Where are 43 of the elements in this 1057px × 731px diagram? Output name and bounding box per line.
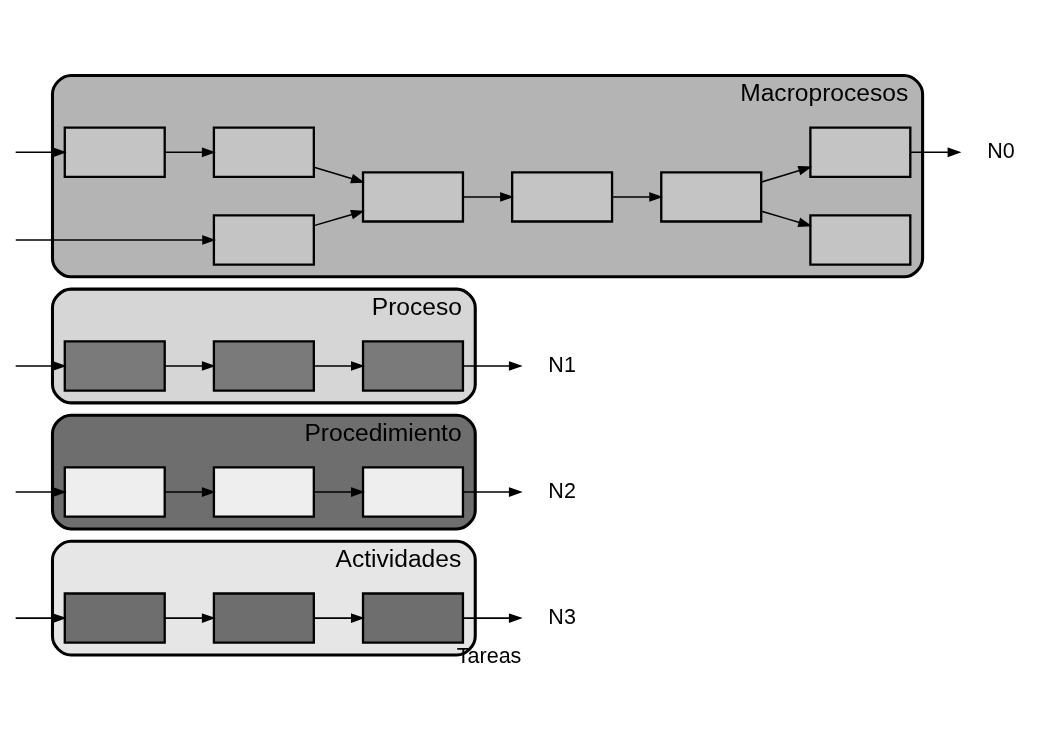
arrow xyxy=(462,486,523,497)
arrow xyxy=(15,234,217,245)
node-box xyxy=(212,339,315,392)
arrow xyxy=(14,486,67,497)
node-text: N1 xyxy=(548,352,576,377)
node-box xyxy=(809,213,912,266)
node-box xyxy=(63,339,166,392)
node-text: N3 xyxy=(548,604,576,629)
arrow xyxy=(164,486,216,497)
arrow xyxy=(760,209,813,227)
arrow xyxy=(313,165,365,183)
node-box xyxy=(212,126,315,178)
arrow xyxy=(462,612,523,623)
arrow xyxy=(14,146,67,157)
node-box xyxy=(361,465,465,518)
arrow xyxy=(313,209,365,226)
node-box xyxy=(809,126,912,178)
node-box xyxy=(212,213,315,266)
node-box xyxy=(511,170,614,223)
node-box xyxy=(63,591,166,644)
arrow xyxy=(313,360,365,371)
arrow xyxy=(313,612,365,623)
node-box xyxy=(361,591,465,644)
arrow xyxy=(164,612,216,623)
arrow xyxy=(462,360,523,371)
node-box xyxy=(212,465,315,518)
arrow xyxy=(14,360,67,371)
arrow xyxy=(164,360,216,371)
node-box xyxy=(361,170,465,223)
node-box xyxy=(63,126,166,178)
arrow xyxy=(760,165,813,183)
arrow xyxy=(313,486,365,497)
node-box xyxy=(361,339,465,392)
arrow xyxy=(462,191,514,202)
node-box xyxy=(660,170,763,223)
arrow xyxy=(164,146,216,157)
node-box xyxy=(63,465,166,518)
node-text: N2 xyxy=(548,478,576,503)
node-box xyxy=(212,591,315,644)
arrow xyxy=(909,146,962,157)
arrow xyxy=(611,191,664,202)
arrow xyxy=(14,612,67,623)
node-text: N0 xyxy=(987,138,1015,163)
